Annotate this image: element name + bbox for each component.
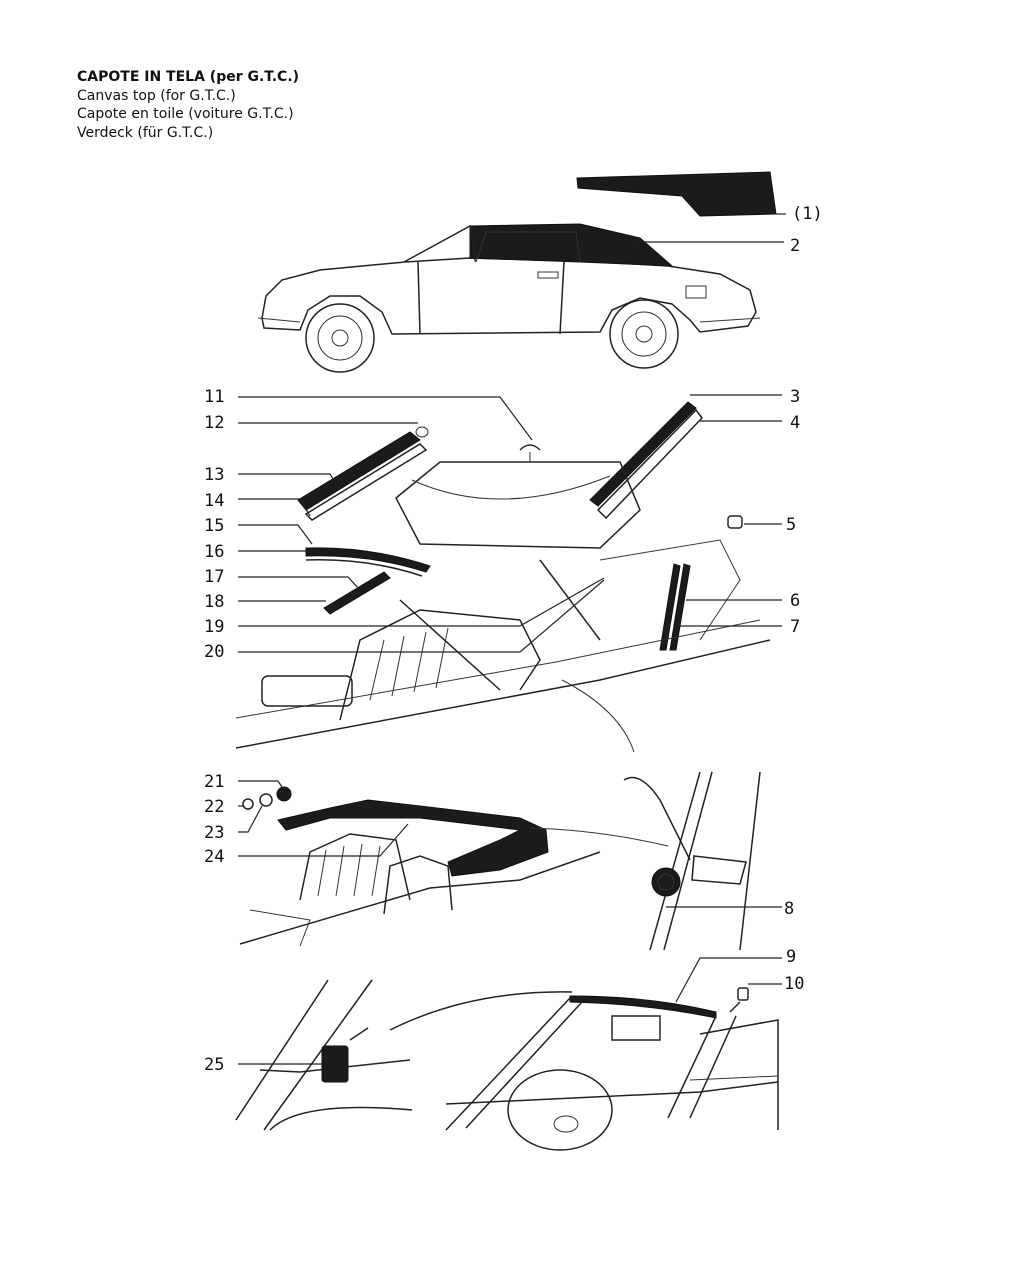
callout-9: 9 xyxy=(786,947,796,967)
boot-cover-view xyxy=(239,771,761,951)
callout-6: 6 xyxy=(790,591,800,611)
callout-15: 15 xyxy=(204,516,224,536)
callout-labels: (1) 2 3 4 5 6 7 8 9 10 11 12 13 14 15 16… xyxy=(204,204,823,1075)
callout-10: 10 xyxy=(784,974,804,994)
callout-20: 20 xyxy=(204,642,224,662)
callout-25: 25 xyxy=(204,1055,224,1075)
callout-21: 21 xyxy=(204,772,224,792)
callout-23: 23 xyxy=(204,823,224,843)
callout-7: 7 xyxy=(790,617,800,637)
canvas-top-loose xyxy=(576,171,786,217)
callout-1: (1) xyxy=(792,204,823,224)
title-block: CAPOTE IN TELA (per G.T.C.) Canvas top (… xyxy=(77,68,299,142)
callout-17: 17 xyxy=(204,567,224,587)
callout-3: 3 xyxy=(790,387,800,407)
callout-18: 18 xyxy=(204,592,224,612)
callout-14: 14 xyxy=(204,491,224,511)
callout-19: 19 xyxy=(204,617,224,637)
leader-lines xyxy=(238,394,782,1065)
callout-22: 22 xyxy=(204,797,224,817)
callout-12: 12 xyxy=(204,413,224,433)
callout-13: 13 xyxy=(204,465,224,485)
callout-4: 4 xyxy=(790,413,800,433)
callout-8: 8 xyxy=(784,899,794,919)
title-german: Verdeck (für G.T.C.) xyxy=(77,124,214,141)
car-side-view xyxy=(257,223,784,373)
callout-5: 5 xyxy=(786,515,796,535)
frame-and-seals-view xyxy=(235,401,771,753)
callout-2: 2 xyxy=(790,236,800,256)
windscreen-header-view xyxy=(235,979,779,1151)
callout-24: 24 xyxy=(204,847,224,867)
callout-11: 11 xyxy=(204,387,224,407)
title-english: Canvas top (for G.T.C.) xyxy=(77,87,236,104)
title-italian: CAPOTE IN TELA (per G.T.C.) xyxy=(77,69,300,85)
callout-16: 16 xyxy=(204,542,224,562)
title-french: Capote en toile (voiture G.T.C.) xyxy=(77,106,294,122)
